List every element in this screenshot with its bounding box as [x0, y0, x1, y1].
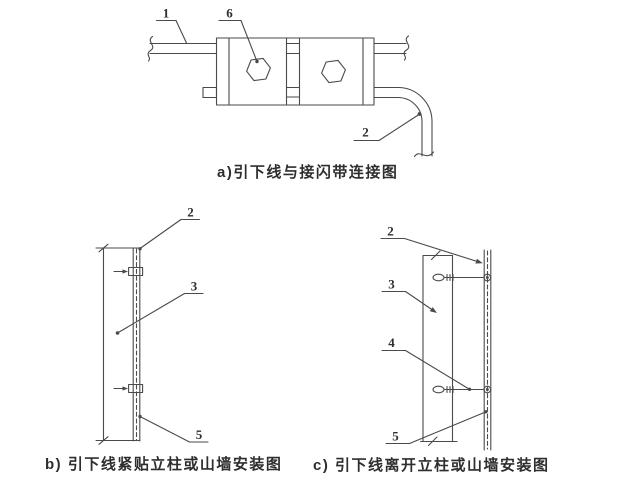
column — [419, 250, 458, 447]
down-conductor — [483, 249, 492, 451]
clamp-rect — [128, 266, 144, 277]
conductor-inner-line — [373, 96, 423, 157]
figure-a-caption: a)引下线与接闪带连接图 — [217, 163, 398, 181]
figure-a-leaders — [155, 19, 420, 142]
part-label-3: 3 — [388, 277, 395, 292]
leader-line — [240, 19, 258, 63]
anchor-eye — [432, 385, 445, 394]
conductor-holder-ring — [483, 273, 492, 282]
connection-clamp-body — [202, 37, 375, 106]
part-label-2: 2 — [387, 224, 394, 239]
leader-line — [175, 19, 188, 44]
leader-dot — [115, 331, 120, 335]
clamp-pointer-arrowhead — [122, 386, 128, 391]
leader-dot — [255, 59, 259, 64]
conductor-clamps — [113, 266, 144, 394]
break-symbol — [403, 35, 410, 61]
figure-c-caption-group: c) 引下线离开立柱或山墙安装图 — [313, 456, 550, 474]
leader-line — [408, 411, 487, 445]
leader-line — [404, 349, 470, 390]
break-symbol — [147, 35, 154, 62]
part-label-5: 5 — [392, 429, 399, 444]
clamp-tab — [202, 86, 218, 99]
part-label-2: 2 — [187, 205, 194, 220]
conductor-holder-ring — [483, 385, 492, 394]
leader-line — [116, 292, 186, 334]
drawing-root: 1 6 2 a)引下线与接闪带连接图 — [45, 6, 550, 475]
dimension-tick — [98, 436, 109, 445]
standoff-support-lower — [432, 385, 492, 394]
leader-line — [378, 113, 420, 142]
down-conductor-bend — [373, 86, 435, 158]
figure-b-leaders — [116, 218, 209, 443]
air-termination-strip-left — [147, 35, 218, 62]
bolt-hexagon-icon — [321, 59, 346, 84]
figure-c-part-labels: 2 3 4 5 — [387, 224, 399, 444]
clamp-outline — [215, 37, 375, 106]
leader-dot — [484, 410, 488, 414]
leader-line — [139, 218, 182, 250]
break-tick — [427, 436, 438, 447]
leader-line — [139, 415, 191, 443]
part-label-4: 4 — [388, 335, 395, 350]
figure-b-part-labels: 2 3 5 — [187, 205, 203, 443]
air-termination-strip-right — [373, 35, 410, 61]
leader-arrowhead — [429, 307, 437, 313]
figure-b-caption: b) 引下线紧贴立柱或山墙安装图 — [45, 455, 282, 473]
part-label-3: 3 — [191, 279, 198, 294]
anchor-eye — [432, 273, 445, 282]
part-label-2: 2 — [362, 125, 369, 140]
leader-line — [404, 290, 435, 312]
figure-a-part-labels: 1 6 2 — [163, 6, 369, 140]
figure-b-caption-group: b) 引下线紧贴立柱或山墙安装图 — [45, 455, 282, 473]
figure-b-leader-marks — [115, 247, 142, 419]
leader-dot — [138, 247, 142, 251]
figure-c-leader-marks — [429, 258, 489, 414]
conductor-outer-line — [373, 86, 433, 157]
bolt-hexagon-icon — [246, 57, 271, 82]
clamp-rect — [128, 383, 144, 394]
figure-c-caption: c) 引下线离开立柱或山墙安装图 — [313, 456, 550, 474]
break-symbol — [413, 151, 435, 158]
figure-c: 2 3 4 5 c) 引下线离开立柱或山墙安装图 — [313, 224, 550, 475]
part-label-6: 6 — [226, 6, 233, 21]
leader-arrowhead — [475, 258, 483, 264]
standoff-support-upper — [432, 273, 492, 282]
dimension-line — [95, 243, 141, 445]
figure-b: 2 3 5 b) 引下线紧贴立柱或山墙安装图 — [45, 205, 282, 474]
figure-a-leader-marks — [255, 59, 422, 116]
dimension-tick — [98, 243, 109, 253]
figure-a: 1 6 2 a)引下线与接闪带连接图 — [147, 6, 435, 181]
holder-bolt-dot — [485, 388, 489, 391]
leader-dot — [467, 387, 472, 391]
figure-a-caption-group: a)引下线与接闪带连接图 — [217, 163, 398, 181]
down-conductor-on-column — [132, 247, 141, 442]
part-label-1: 1 — [163, 6, 170, 21]
leader-dot — [138, 414, 142, 419]
holder-bolt-dot — [485, 276, 489, 279]
leader-line — [403, 237, 482, 264]
leader-dot — [417, 112, 422, 116]
figure-c-leaders — [380, 237, 487, 445]
break-tick — [430, 250, 441, 261]
part-label-5: 5 — [196, 427, 203, 442]
clamp-pointer-arrowhead — [122, 269, 128, 274]
